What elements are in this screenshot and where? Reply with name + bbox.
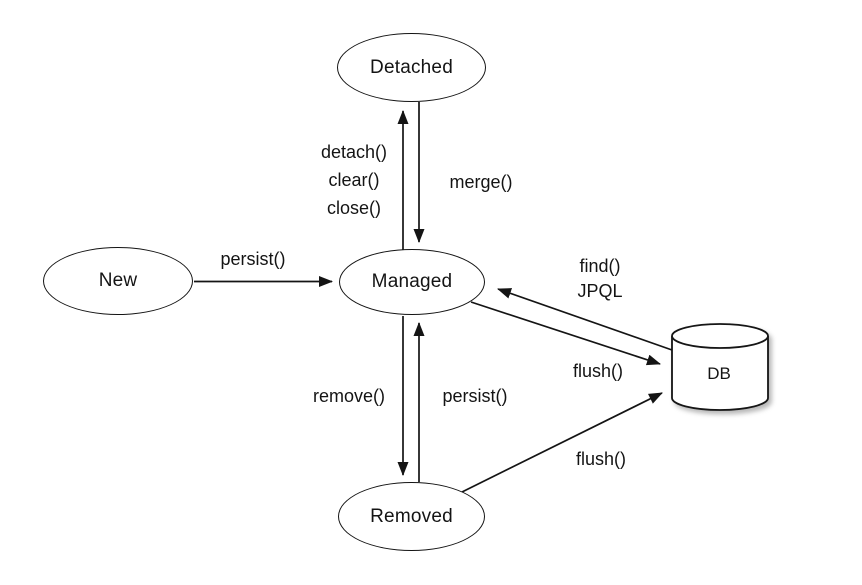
state-label-managed: Managed	[371, 271, 453, 292]
edge-label-detach-clear-close: detach() clear() close()	[321, 138, 387, 222]
db-cylinder-body	[671, 336, 769, 411]
edge-label-clear: clear()	[328, 170, 380, 190]
edge-label-flush-removed: flush()	[575, 449, 627, 469]
db-label: DB	[707, 364, 731, 383]
state-label-detached: Detached	[370, 56, 453, 78]
edge-label-jpql: JPQL	[577, 281, 623, 301]
arrow-managed-to-db	[470, 301, 661, 366]
db-cylinder-top	[671, 323, 769, 349]
edge-label-find-jpql: find() JPQL	[577, 254, 622, 304]
arrow-db-to-managed	[497, 288, 673, 351]
edge-label-detach: detach()	[320, 142, 388, 162]
state-node-new: New	[43, 247, 193, 315]
edge-label-find: find()	[579, 256, 621, 276]
edge-label-flush-managed: flush()	[572, 361, 624, 381]
state-label-removed: Removed	[370, 505, 453, 527]
arrow-removed-to-db	[461, 392, 663, 493]
state-node-detached: Detached	[337, 33, 486, 102]
edge-label-merge: merge()	[449, 172, 513, 192]
db-cylinder	[671, 323, 769, 411]
state-node-managed: Managed	[339, 249, 485, 315]
state-label-new: New	[98, 270, 138, 291]
edge-label-remove: remove()	[312, 386, 386, 406]
edge-label-persist-new: persist()	[220, 249, 286, 269]
edge-label-close: close()	[326, 198, 382, 218]
edge-label-persist-removed: persist()	[442, 386, 508, 406]
state-node-removed: Removed	[338, 482, 485, 551]
